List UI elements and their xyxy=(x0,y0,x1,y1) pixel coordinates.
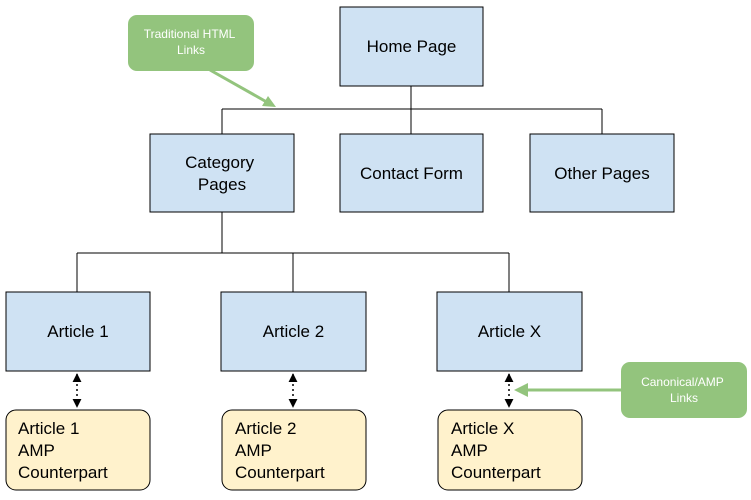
node-amp-article-x: Article X AMP Counterpart xyxy=(437,409,583,491)
callout-html-label: Traditional HTML Links xyxy=(144,27,238,57)
callout-traditional-html-links: Traditional HTML Links xyxy=(128,15,276,107)
callout-amp-label: Canonical/AMP Links xyxy=(641,375,727,405)
node-article-x-label: Article X xyxy=(478,322,541,341)
node-category-pages-label: Category Pages xyxy=(185,153,259,194)
node-category-pages: Category Pages xyxy=(149,133,295,213)
node-other-pages-label: Other Pages xyxy=(554,164,649,183)
canonical-amp-arrows xyxy=(72,373,514,408)
node-article-1: Article 1 xyxy=(5,291,151,372)
callout-amp-arrowhead xyxy=(514,383,528,397)
node-amp-article-1: Article 1 AMP Counterpart xyxy=(5,409,151,491)
callout-canonical-amp-links: Canonical/AMP Links xyxy=(514,362,747,418)
callout-html-arrowhead xyxy=(262,96,276,107)
node-home-page-label: Home Page xyxy=(367,37,457,56)
node-amp-article-1-label: Article 1 AMP Counterpart xyxy=(18,419,108,482)
node-article-2: Article 2 xyxy=(220,291,367,372)
node-home-page: Home Page xyxy=(339,6,484,87)
node-article-1-label: Article 1 xyxy=(47,322,108,341)
node-article-x: Article X xyxy=(436,291,583,372)
node-amp-article-x-label: Article X AMP Counterpart xyxy=(451,419,541,482)
connector-lines xyxy=(76,86,603,292)
node-amp-article-2-label: Article 2 AMP Counterpart xyxy=(235,419,325,482)
node-amp-article-2: Article 2 AMP Counterpart xyxy=(221,409,367,491)
node-contact-form-label: Contact Form xyxy=(360,164,463,183)
node-article-2-label: Article 2 xyxy=(263,322,324,341)
callout-html-arrow xyxy=(209,68,273,107)
node-other-pages: Other Pages xyxy=(529,133,675,213)
node-contact-form: Contact Form xyxy=(339,133,484,213)
